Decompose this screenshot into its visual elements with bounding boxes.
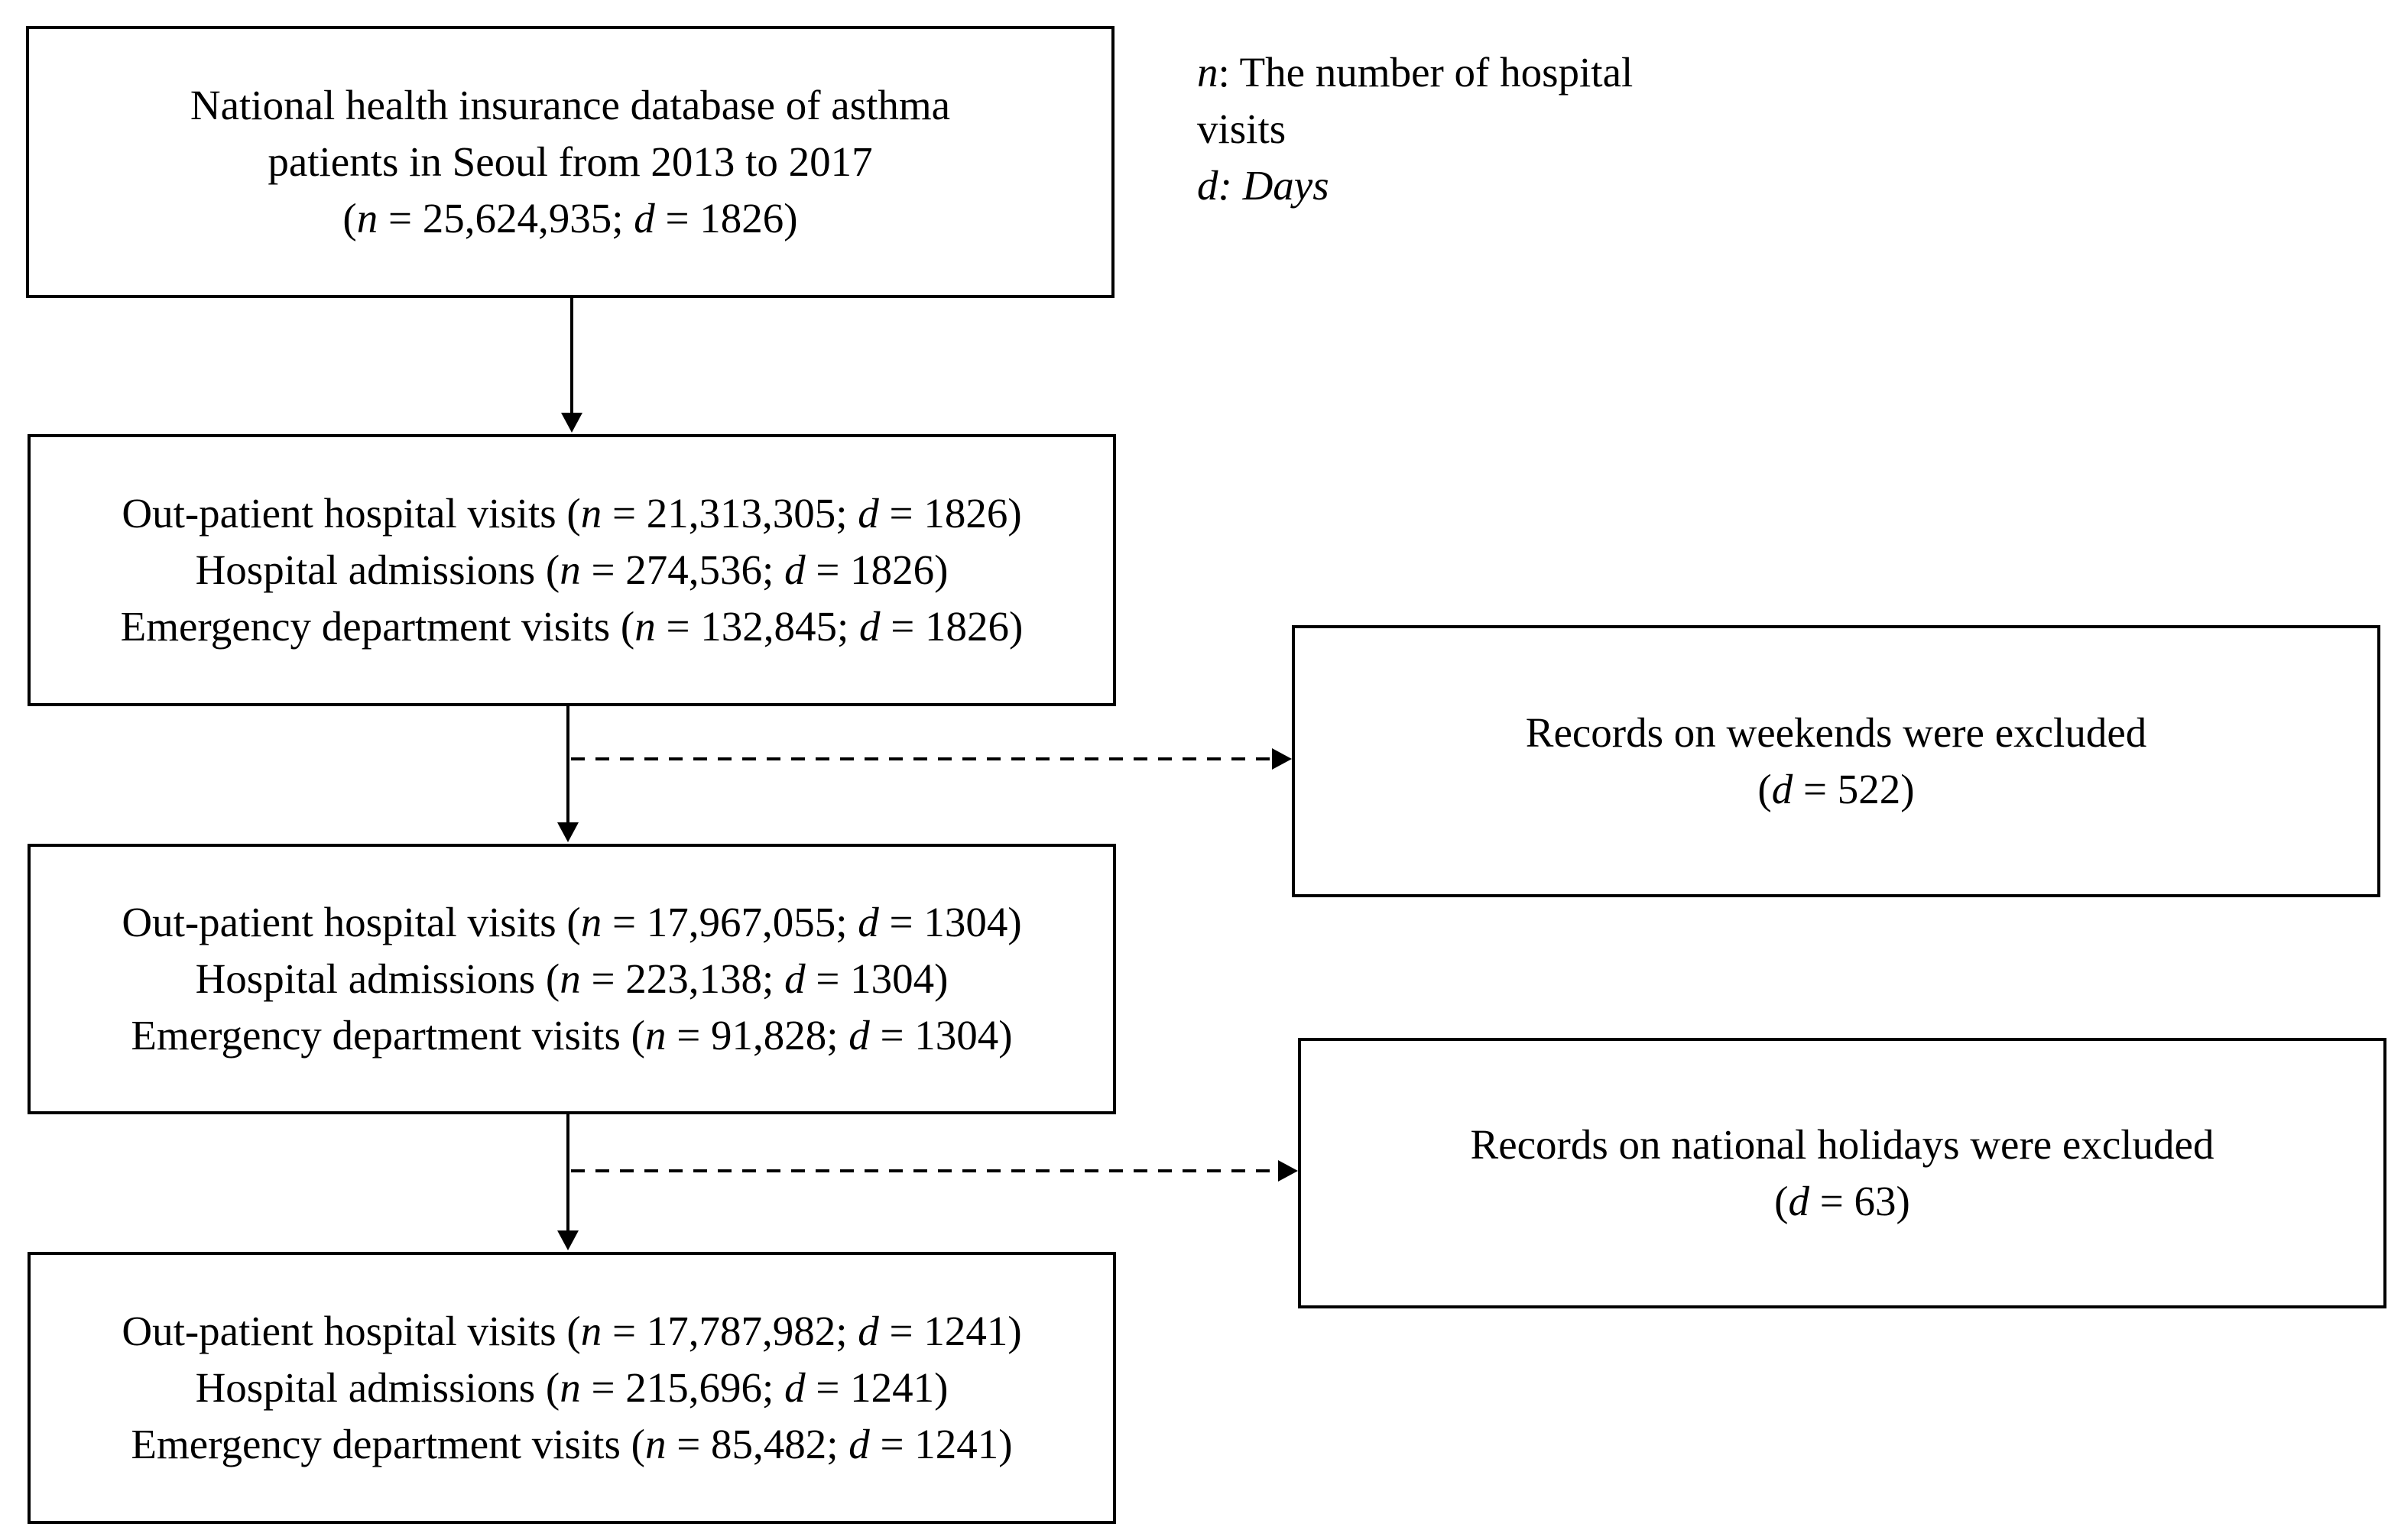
legend-n-text: : The number of hospital: [1218, 49, 1634, 96]
box2-outpatient-label: Out-patient hospital visits: [122, 490, 556, 537]
box3-emergency-d: 1304: [914, 1012, 999, 1059]
weekday-records-box: Out-patient hospital visits (n = 17,967,…: [28, 844, 1116, 1114]
box4-outpatient-d: 1241: [923, 1308, 1008, 1354]
legend-d-line: d: Days: [1197, 157, 1633, 214]
box4-emergency-d: 1241: [914, 1421, 999, 1467]
box2-admissions: Hospital admissions (n = 274,536; d = 18…: [195, 546, 949, 593]
box2-outpatient-n: 21,313,305: [646, 490, 836, 537]
holiday-exclusion-box: Records on national holidays were exclud…: [1298, 1038, 2386, 1308]
arrowhead-2-3: [557, 822, 579, 842]
box3-outpatient-d: 1304: [923, 899, 1008, 945]
box1-n: 25,624,935: [422, 195, 612, 242]
box3-emergency-n: 91,828: [710, 1012, 827, 1059]
box2-admissions-d: 1826: [850, 546, 935, 593]
box3-outpatient: Out-patient hospital visits (n = 17,967,…: [122, 899, 1022, 945]
all-records-box: Out-patient hospital visits (n = 21,313,…: [28, 434, 1116, 706]
box4-admissions-n: 215,696: [625, 1364, 763, 1411]
box2-outpatient: Out-patient hospital visits (n = 21,313,…: [122, 490, 1022, 537]
box1-d: 1826: [699, 195, 784, 242]
box2-emergency: Emergency department visits (n = 132,845…: [120, 603, 1024, 650]
box2-emergency-d: 1826: [925, 603, 1010, 650]
box4-outpatient-label: Out-patient hospital visits: [122, 1308, 556, 1354]
exclude2-d: 63: [1854, 1178, 1896, 1224]
exclude1-counts: (d = 522): [1757, 766, 1915, 812]
box4-admissions-label: Hospital admissions: [195, 1364, 536, 1411]
box4-outpatient: Out-patient hospital visits (n = 17,787,…: [122, 1308, 1022, 1354]
box4-emergency: Emergency department visits (n = 85,482;…: [131, 1421, 1013, 1467]
arrowhead-3-4: [557, 1230, 579, 1250]
legend-d-text: d: Days: [1197, 162, 1329, 209]
box3-admissions-d: 1304: [850, 955, 935, 1002]
exclude1-text: Records on weekends were excluded: [1525, 709, 2147, 756]
dashed-arrowhead-exclude-2: [1278, 1160, 1298, 1182]
exclude2-text: Records on national holidays were exclud…: [1470, 1121, 2214, 1168]
box3-admissions-n: 223,138: [625, 955, 763, 1002]
source-database-box: National health insurance database of as…: [26, 26, 1115, 298]
dashed-arrowhead-exclude-1: [1272, 748, 1292, 770]
arrowhead-1-2: [561, 413, 582, 433]
box3-admissions-label: Hospital admissions: [195, 955, 536, 1002]
box3-outpatient-n: 17,967,055: [646, 899, 836, 945]
legend-n-text-cont: visits: [1197, 105, 1286, 152]
weekend-exclusion-box: Records on weekends were excluded (d = 5…: [1292, 625, 2380, 897]
legend-n-symbol: n: [1197, 49, 1218, 96]
legend: n: The number of hospital visits d: Days: [1197, 44, 1633, 214]
legend-n-line: n: The number of hospital: [1197, 44, 1633, 101]
box2-emergency-n: 132,845: [700, 603, 837, 650]
box4-admissions-d: 1241: [850, 1364, 935, 1411]
box3-outpatient-label: Out-patient hospital visits: [122, 899, 556, 945]
box2-admissions-n: 274,536: [625, 546, 763, 593]
box4-outpatient-n: 17,787,982: [646, 1308, 836, 1354]
box3-emergency: Emergency department visits (n = 91,828;…: [131, 1012, 1013, 1059]
final-records-box: Out-patient hospital visits (n = 17,787,…: [28, 1252, 1116, 1524]
box1-counts: (n = 25,624,935; d = 1826): [342, 195, 798, 242]
exclude2-counts: (d = 63): [1774, 1178, 1910, 1224]
box3-admissions: Hospital admissions (n = 223,138; d = 13…: [195, 955, 949, 1002]
exclude1-d: 522: [1837, 766, 1901, 812]
box2-admissions-label: Hospital admissions: [195, 546, 536, 593]
box2-outpatient-d: 1826: [923, 490, 1008, 537]
box3-emergency-label: Emergency department visits: [131, 1012, 621, 1059]
box1-line2: patients in Seoul from 2013 to 2017: [268, 138, 873, 185]
box4-emergency-label: Emergency department visits: [131, 1421, 621, 1467]
box4-admissions: Hospital admissions (n = 215,696; d = 12…: [195, 1364, 949, 1411]
box2-emergency-label: Emergency department visits: [120, 603, 611, 650]
box1-line1: National health insurance database of as…: [190, 82, 951, 128]
box4-emergency-n: 85,482: [710, 1421, 827, 1467]
